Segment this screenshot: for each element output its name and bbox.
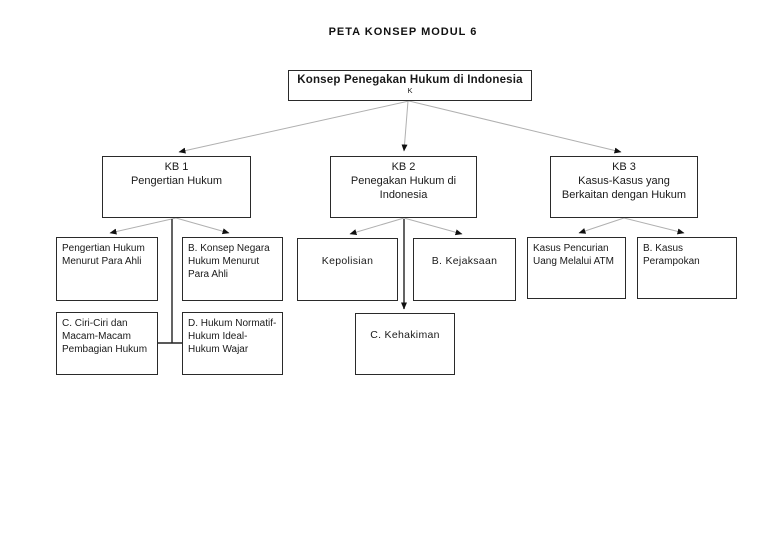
node-kb2-label: KB 2 Penegakan Hukum di Indonesia xyxy=(350,161,457,201)
node-kejaksaan: B. Kejaksaan xyxy=(413,238,516,301)
node-kb3-label: KB 3 Kasus-Kasus yang Berkaitan dengan H… xyxy=(561,161,687,201)
node-root-title: Konsep Penegakan Hukum di Indonesia xyxy=(297,74,523,86)
node-root-tag: K xyxy=(407,86,413,95)
leaf-label: B. Kasus Perampokan xyxy=(643,243,700,267)
node-kb2: KB 2 Penegakan Hukum di Indonesia xyxy=(330,156,477,218)
leaf-label: B. Kejaksaan xyxy=(431,255,498,267)
node-ciri-ciri-pembagian-hukum: C. Ciri-Ciri dan Macam-Macam Pembagian H… xyxy=(56,312,158,375)
leaf-label: B. Konsep Negara Hukum Menurut Para Ahli xyxy=(188,243,270,280)
node-kasus-pencurian-atm: Kasus Pencurian Uang Melalui ATM xyxy=(527,237,626,299)
node-kehakiman: C. Kehakiman xyxy=(355,313,455,375)
leaf-label: C. Kehakiman xyxy=(370,329,440,341)
node-kasus-perampokan: B. Kasus Perampokan xyxy=(637,237,737,299)
node-root: Konsep Penegakan Hukum di Indonesia K xyxy=(288,70,532,101)
leaf-label: D. Hukum Normatif- Hukum Ideal- Hukum Wa… xyxy=(188,318,277,355)
node-pengertian-hukum-menurut-para-ahli: Pengertian Hukum Menurut Para Ahli xyxy=(56,237,158,301)
leaf-label: Kasus Pencurian Uang Melalui ATM xyxy=(533,243,614,267)
node-kb1-label: KB 1 Pengertian Hukum xyxy=(130,161,223,187)
node-kb1: KB 1 Pengertian Hukum xyxy=(102,156,251,218)
leaf-label: Kepolisian xyxy=(321,255,374,267)
page-title: PETA KONSEP MODUL 6 xyxy=(328,26,478,38)
node-konsep-negara-hukum: B. Konsep Negara Hukum Menurut Para Ahli xyxy=(182,237,283,301)
leaf-label: Pengertian Hukum Menurut Para Ahli xyxy=(62,243,145,267)
node-kepolisian: Kepolisian xyxy=(297,238,398,301)
node-hukum-normatif-ideal-wajar: D. Hukum Normatif- Hukum Ideal- Hukum Wa… xyxy=(182,312,283,375)
leaf-label: C. Ciri-Ciri dan Macam-Macam Pembagian H… xyxy=(62,318,148,355)
node-kb3: KB 3 Kasus-Kasus yang Berkaitan dengan H… xyxy=(550,156,698,218)
